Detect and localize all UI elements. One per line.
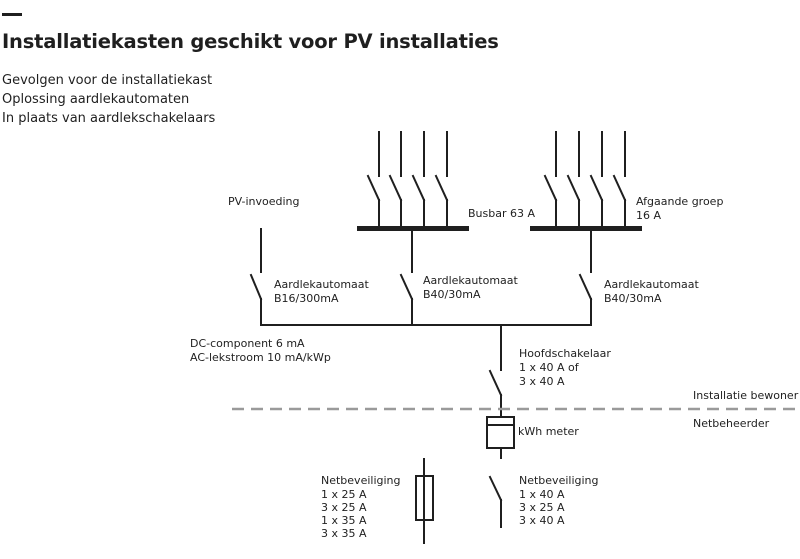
label-rcbo-pv-rating: B16/300mA: [274, 292, 339, 305]
subtitle-instead: In plaats van aardlekschakelaars: [2, 111, 216, 126]
label-dc-component: DC-component 6 mA: [190, 337, 305, 350]
label-outgoing-group-rating: 16 A: [636, 209, 661, 222]
label-main-switch-rating-3: 3 x 40 A: [519, 375, 565, 388]
label-grid-fuse-right-2: 3 x 25 A: [519, 501, 565, 514]
rcbo-2-symbol: [578, 230, 593, 326]
label-grid-fuse-left-3: 1 x 35 A: [321, 514, 367, 527]
kwh-meter-symbol: [486, 416, 515, 459]
label-main-switch-rating-1: 1 x 40 A of: [519, 361, 580, 374]
label-rcbo-pv: Aardlekautomaat: [274, 278, 370, 291]
busbar-left: [357, 226, 469, 231]
busbar-right: [530, 226, 642, 231]
label-rcbo-1-rating: B40/30mA: [423, 288, 481, 301]
subtitle-solution: Oplossing aardlekautomaten: [2, 92, 190, 107]
page-title: Installatiekasten geschikt voor PV insta…: [2, 30, 499, 53]
label-grid-fuse-left: Netbeveiliging: [321, 474, 401, 487]
label-pv-feed: PV-invoeding: [228, 195, 300, 208]
label-rcbo-1: Aardlekautomaat: [423, 274, 519, 287]
busbar-left-switches: [366, 131, 449, 228]
label-ac-leakage: AC-lekstroom 10 mA/kWp: [190, 351, 331, 364]
grid-switch-symbol: [488, 475, 503, 528]
label-grid-fuse-right-1: 1 x 40 A: [519, 488, 565, 501]
label-grid-fuse-left-1: 1 x 25 A: [321, 488, 367, 501]
main-switch-symbol: [488, 324, 503, 418]
accent-bar: [2, 13, 22, 16]
label-outgoing-group: Afgaande groep: [636, 195, 723, 208]
label-rcbo-2: Aardlekautomaat: [604, 278, 700, 291]
busbar-right-switches: [543, 131, 627, 228]
rcbo-1-symbol: [399, 230, 414, 326]
label-grid-fuse-right: Netbeveiliging: [519, 474, 599, 487]
label-main-switch: Hoofdschakelaar: [519, 347, 611, 360]
rcbo-pv-symbol: [249, 228, 263, 326]
label-grid-fuse-left-4: 3 x 35 A: [321, 527, 367, 540]
label-busbar: Busbar 63 A: [468, 207, 535, 220]
subtitle-consequences: Gevolgen voor de installatiekast: [2, 73, 213, 88]
label-grid-fuse-right-3: 3 x 40 A: [519, 514, 565, 527]
label-kwh-meter: kWh meter: [518, 425, 579, 438]
label-rcbo-2-rating: B40/30mA: [604, 292, 662, 305]
label-zone-resident: Installatie bewoner: [693, 389, 799, 402]
grid-fuse-symbol: [415, 458, 434, 544]
label-zone-operator: Netbeheerder: [693, 417, 770, 430]
label-grid-fuse-left-2: 3 x 25 A: [321, 501, 367, 514]
